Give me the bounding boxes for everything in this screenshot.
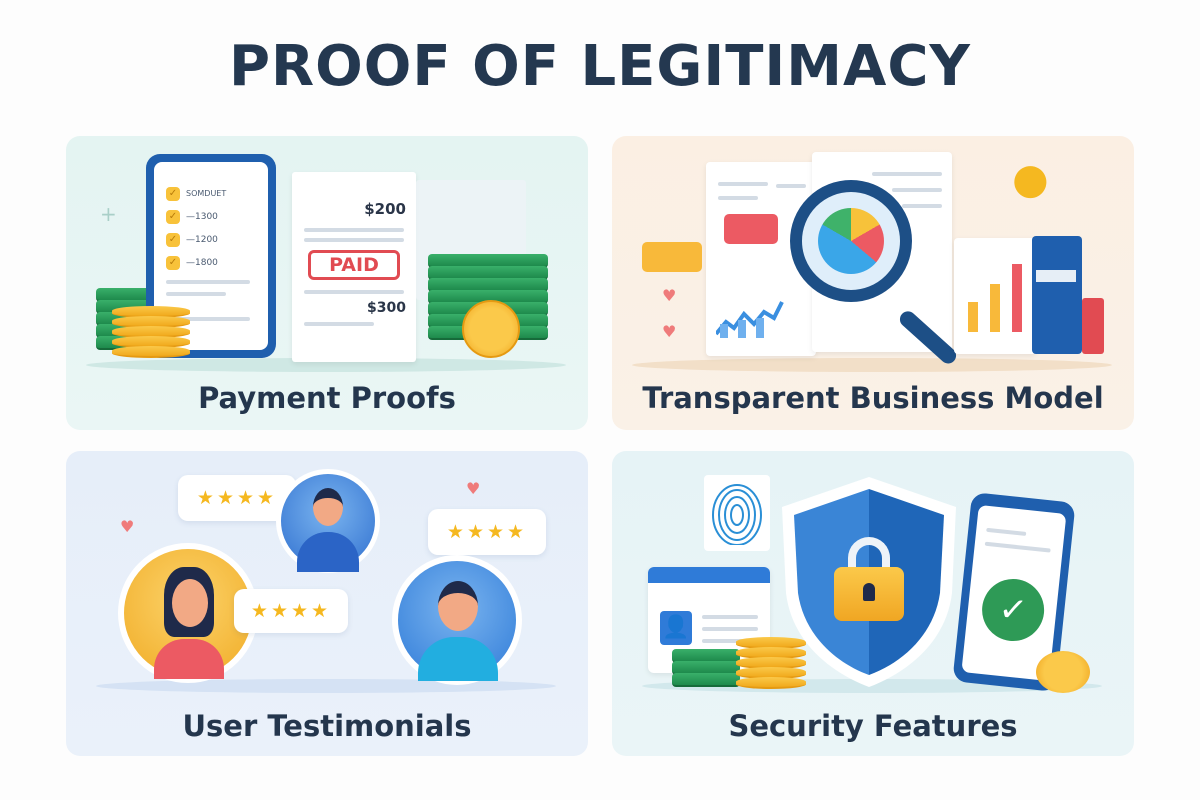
list-item: ✓ — 1800 <box>166 251 266 274</box>
paid-stamp: PAID <box>308 250 400 280</box>
line-chart-icon <box>716 301 784 338</box>
star-rating-icon: ★★★★ <box>196 487 278 509</box>
card-transparent-business-model: ● ♥ ♥ Transparent Business Model <box>612 136 1134 430</box>
user-icon: 👤 <box>660 611 692 645</box>
fingerprint-icon <box>704 475 770 551</box>
message-card-icon <box>642 242 702 272</box>
lightbulb-icon: ● <box>1012 154 1049 203</box>
bar-chart-icon <box>954 238 1036 354</box>
check-icon: ✓ <box>166 209 180 224</box>
card-security-features: 👤 ✓ Security Features <box>612 451 1134 756</box>
coin-stack-icon <box>736 637 806 689</box>
page-title: PROOF OF LEGITIMACY <box>229 34 971 99</box>
coin-stack-icon <box>112 306 190 358</box>
check-icon: ✓ <box>166 186 180 201</box>
review-bubble: ★★★★ <box>428 509 546 555</box>
man-avatar <box>392 555 522 685</box>
card-label: Security Features <box>728 709 1018 743</box>
card-label: Payment Proofs <box>198 381 456 415</box>
binder-icon <box>1082 298 1104 354</box>
coin-icon <box>462 300 520 358</box>
card-label: User Testimonials <box>182 709 472 743</box>
pie-chart-icon <box>818 208 884 274</box>
list-item: ✓ — 1300 <box>166 205 266 228</box>
ground-shadow <box>96 679 556 693</box>
ground-shadow <box>632 358 1112 372</box>
star-rating-icon: ★★★★ <box>446 521 528 543</box>
check-icon: ✓ <box>166 255 180 270</box>
magnifier-icon <box>790 180 912 302</box>
message-card-icon <box>724 214 778 244</box>
shield-icon <box>782 477 956 687</box>
card-label: Transparent Business Model <box>642 381 1104 415</box>
heart-icon: ♥ <box>662 286 677 305</box>
receipt-icon: $200 PAID $300 <box>292 172 416 362</box>
padlock-icon <box>834 537 904 621</box>
sparkle-icon: + <box>100 202 117 226</box>
coin-icon <box>1036 651 1090 693</box>
star-rating-icon: ★★★★ <box>250 600 332 622</box>
list-item: ✓ SOMDUET <box>166 182 266 205</box>
cash-stack-icon <box>672 649 740 687</box>
list-item: ✓ — 1200 <box>166 228 266 251</box>
heart-icon: ♥ <box>120 517 135 536</box>
heart-icon: ♥ <box>662 322 677 341</box>
heart-icon: ♥ <box>466 479 481 498</box>
binder-icon <box>1032 236 1082 354</box>
card-user-testimonials: ★★★★ ★★★★ ★★★★ ♥ ♥ User Testimonials <box>66 451 588 756</box>
review-bubble: ★★★★ <box>234 589 348 633</box>
check-icon: ✓ <box>166 232 180 247</box>
ground-shadow <box>86 358 566 372</box>
card-payment-proofs: ✓ SOMDUET ✓ — 1300 ✓ — 1200 ✓ — 1800 <box>66 136 588 430</box>
man-avatar <box>276 469 380 573</box>
checkmark-icon: ✓ <box>979 575 1048 645</box>
